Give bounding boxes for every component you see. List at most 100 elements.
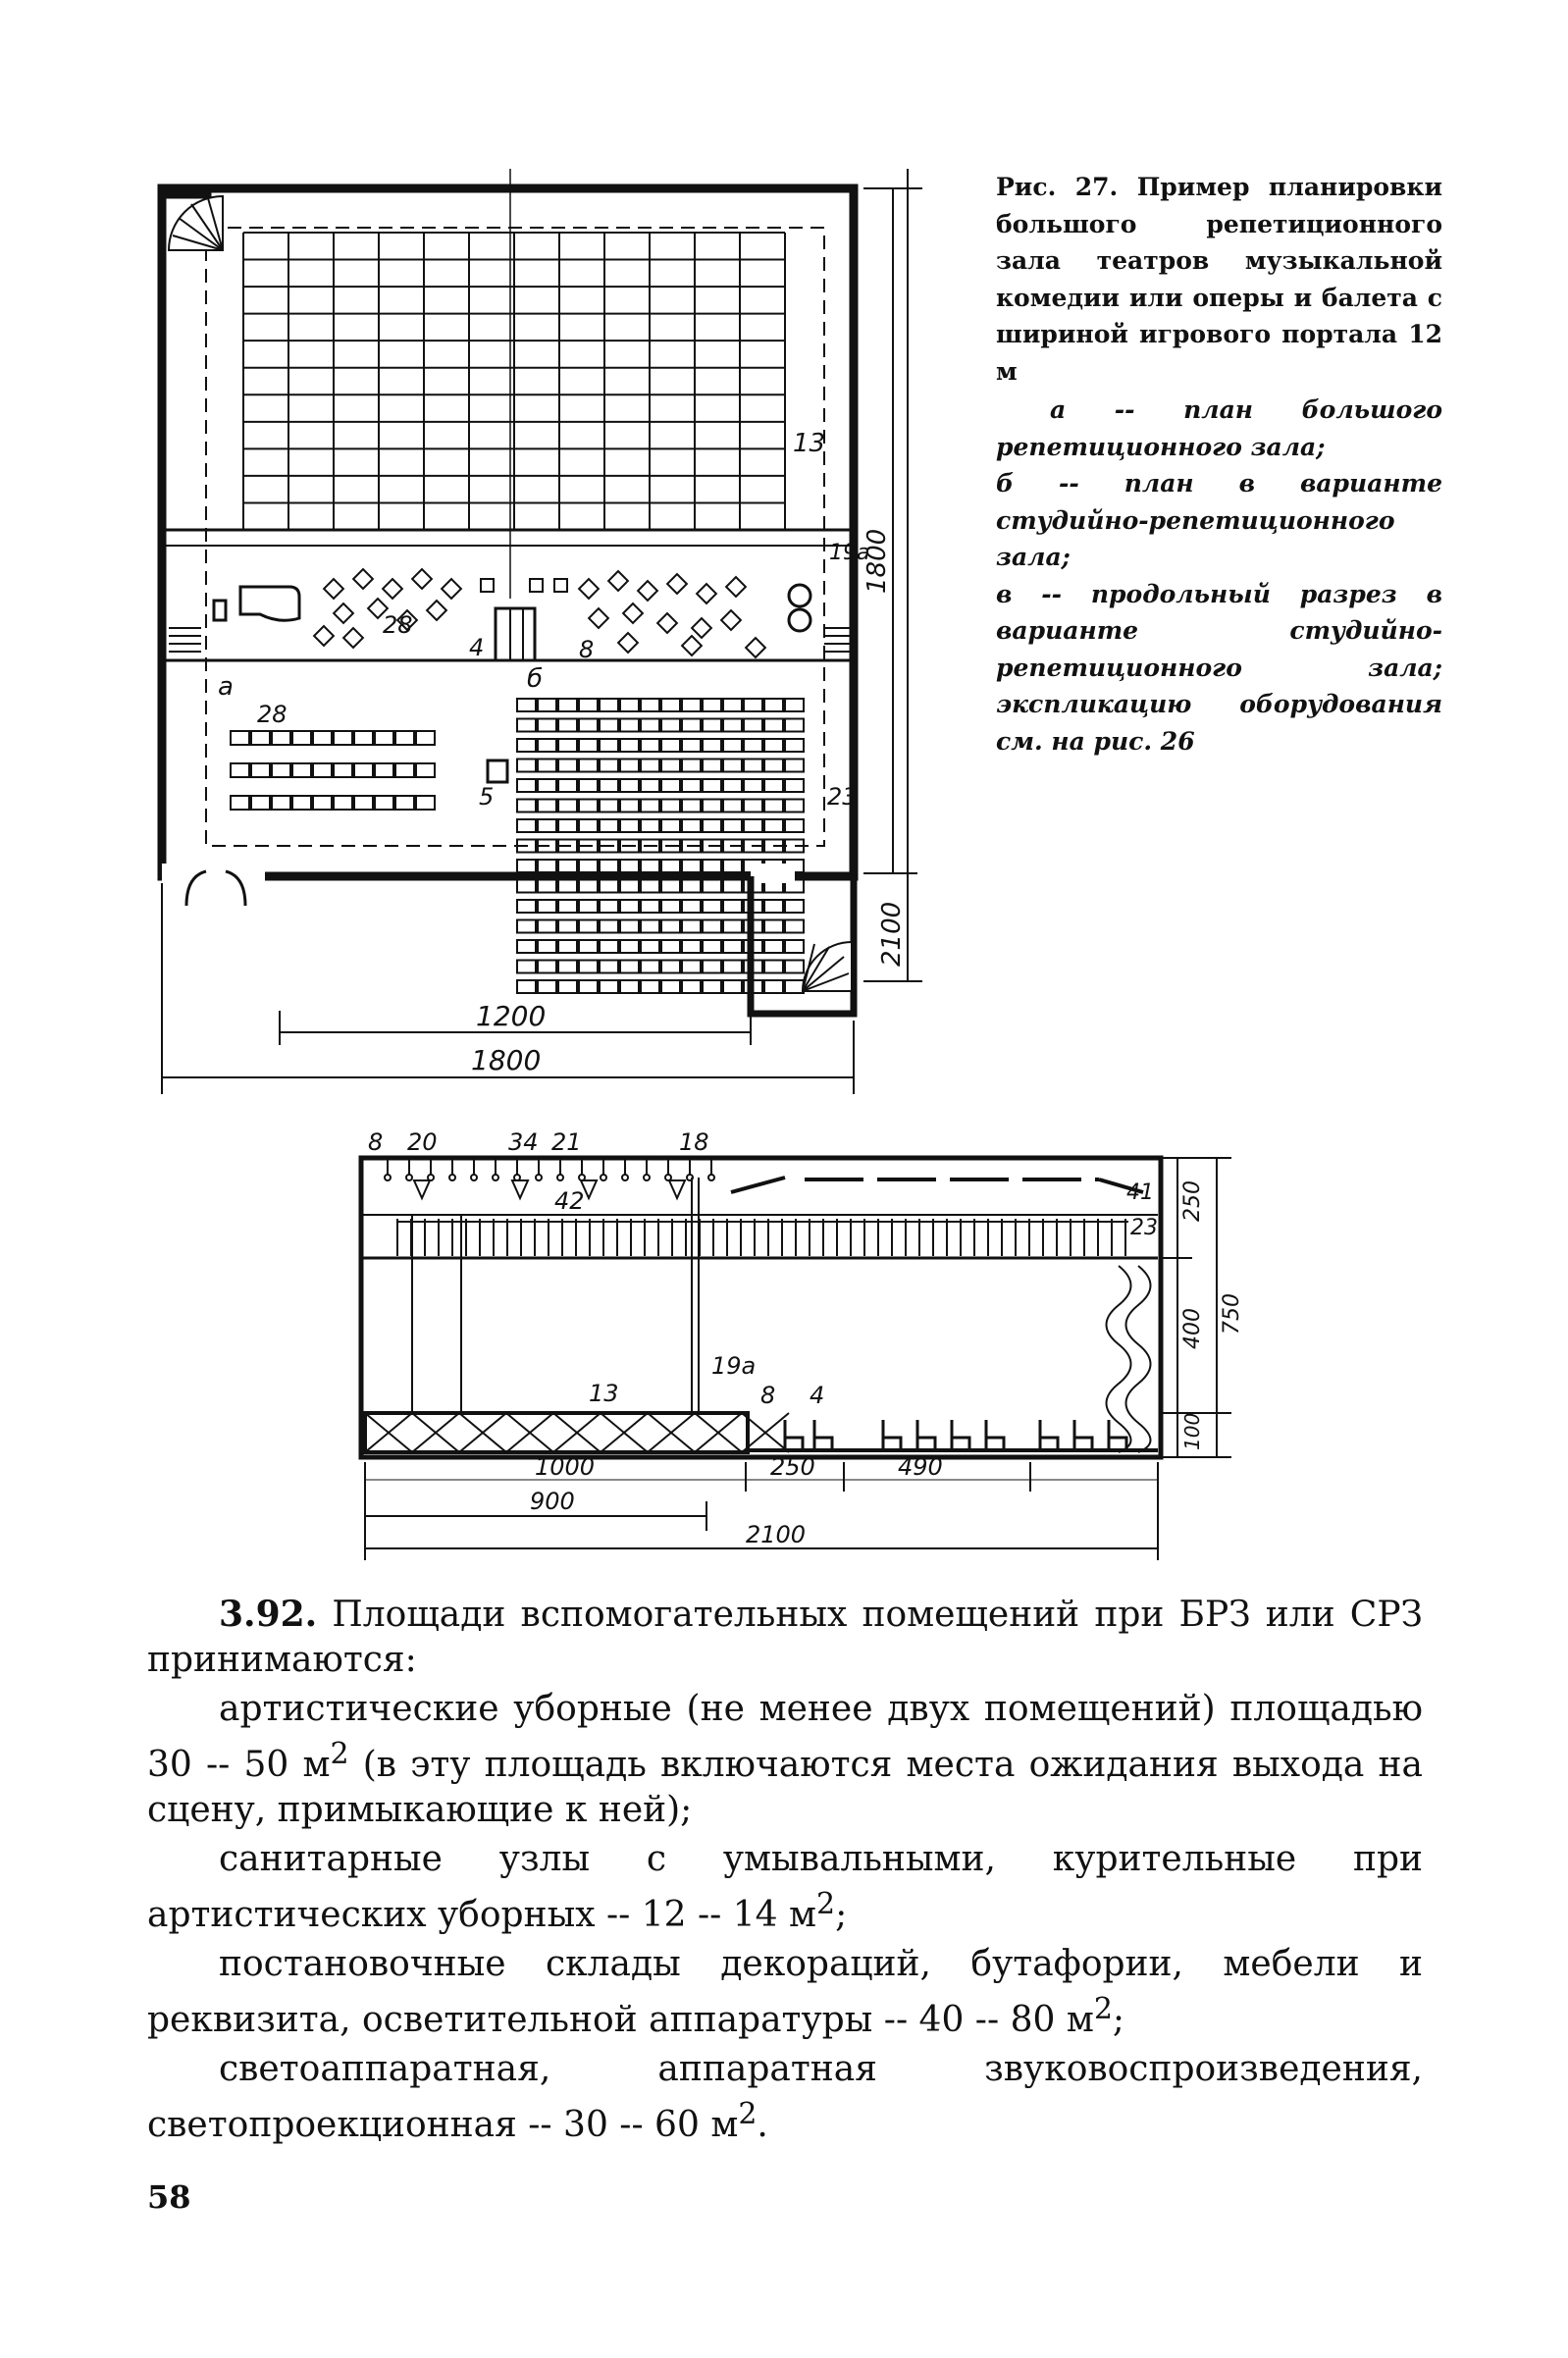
seat [599,838,619,854]
seat [763,939,784,954]
seat [619,698,640,712]
seat [599,979,619,994]
seat [578,939,599,954]
item-sup: 2 [738,2097,758,2131]
list-item: светоаппаратная, аппаратная звуковоспрои… [147,2047,1423,2148]
seat [599,738,619,753]
seat [516,959,537,974]
letter-a: а [218,672,234,702]
seat [415,762,436,778]
seat [722,939,743,954]
prop-mark [351,567,375,591]
seat [537,878,557,894]
prop-mark [425,599,448,622]
seat [660,698,681,712]
seat [516,838,537,854]
seat [681,738,702,753]
seat [578,717,599,733]
seat [660,838,681,854]
sec-label-41: 41 [1126,1180,1154,1205]
seat [537,959,557,974]
seat [660,738,681,753]
seat [619,758,640,773]
seat [681,878,702,894]
seat [557,899,578,914]
seat [516,698,537,712]
seat [537,899,557,914]
truss-diagonal [505,1412,554,1453]
prop-mark [621,602,645,625]
seat [537,939,557,954]
seat [230,795,250,811]
seat [516,818,537,833]
rig-hook [384,1174,392,1181]
seat [681,838,702,854]
seat [557,859,578,873]
seat [516,899,537,914]
seat [681,798,702,813]
seat [578,758,599,773]
sec-dim-1000: 1000 [535,1453,595,1481]
seat [660,979,681,994]
seat [516,778,537,793]
seat [784,738,805,753]
seat [599,899,619,914]
seat [557,738,578,753]
seat [722,959,743,974]
rig-hook [686,1174,694,1181]
seat [784,758,805,773]
item-tail: . [757,2105,768,2145]
seat [516,717,537,733]
seat [660,717,681,733]
seat [784,959,805,974]
seat [763,698,784,712]
seat [557,959,578,974]
seat [660,818,681,833]
seat [722,878,743,894]
seat [702,758,722,773]
seat [722,717,743,733]
seat [722,758,743,773]
seat [743,818,763,833]
sec-dim-490: 490 [898,1453,943,1481]
seat [702,838,722,854]
seat [557,939,578,954]
seat [763,918,784,934]
chair [783,1420,805,1449]
seat [722,738,743,753]
seat [578,878,599,894]
seat [578,698,599,712]
seat [784,918,805,934]
prop-mark [680,634,704,657]
seat [353,762,374,778]
seat [743,798,763,813]
figure-caption: Рис. 27. Пример планировки большого репе… [996,169,1442,760]
seat [640,838,660,854]
label-8: 8 [579,636,594,663]
seat [722,818,743,833]
seat [599,859,619,873]
sec-dim-250-right: 250 [1180,1180,1205,1222]
seat [743,717,763,733]
truss-diagonal [552,1412,601,1453]
prop-mark [553,578,568,593]
seat [599,698,619,712]
seat [722,798,743,813]
seat [763,798,784,813]
floor-plan-drawing: 1200 1800 1800 2100 13 19a 28 4 8 а б 28… [157,169,922,1094]
seat [599,959,619,974]
seat [763,979,784,994]
seat [702,959,722,974]
seat [619,979,640,994]
prop-mark [587,606,610,630]
seat [271,730,291,746]
chair [881,1420,903,1449]
sec-dim-250: 250 [770,1453,815,1481]
seat [681,698,702,712]
seat [333,730,353,746]
sec-label-23: 23 [1130,1216,1158,1240]
seat [640,939,660,954]
prop-mark [341,626,365,650]
item-text: светоаппаратная, аппаратная звуковоспрои… [147,2049,1423,2145]
spotlight [667,1179,687,1201]
